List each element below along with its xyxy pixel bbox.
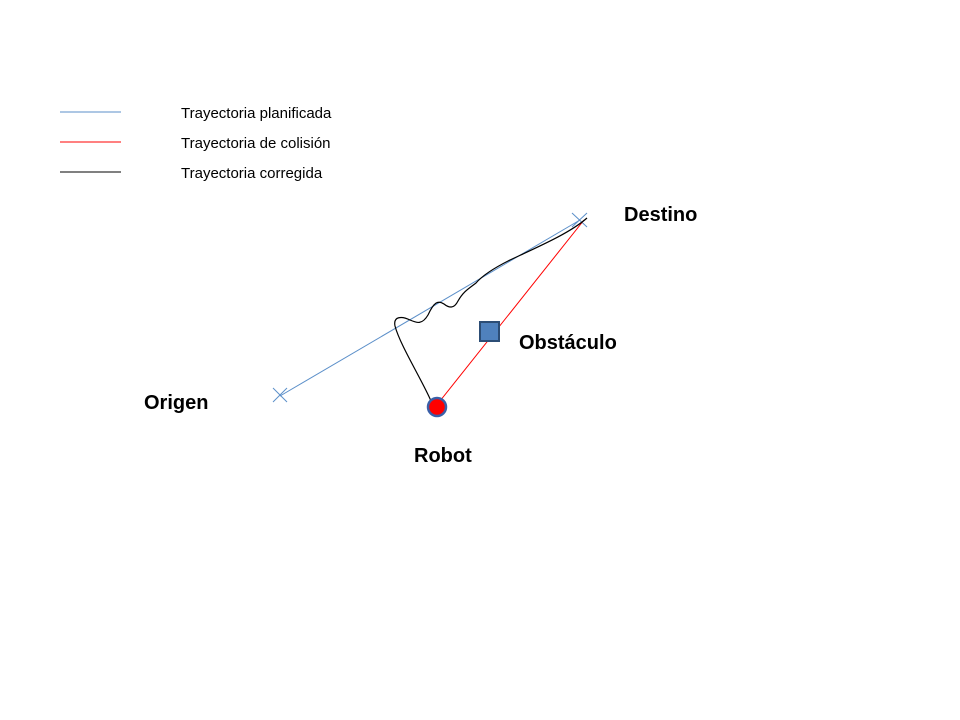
- obstacle-label: Obstáculo: [519, 332, 617, 354]
- robot-label: Robot: [414, 445, 472, 467]
- legend: Trayectoria planificada Trayectoria de c…: [60, 105, 332, 182]
- robot-circle: [426, 396, 448, 418]
- destination-marker: [571, 212, 588, 228]
- destination-label: Destino: [624, 204, 697, 226]
- legend-label-collision: Trayectoria de colisión: [181, 135, 331, 152]
- origin-marker: [272, 387, 288, 403]
- origin-label: Origen: [144, 392, 208, 414]
- planned-trajectory-line: [279, 219, 581, 397]
- legend-label-corrected: Trayectoria corregida: [181, 165, 323, 182]
- collision-trajectory-line: [435, 219, 585, 407]
- corrected-trajectory-path: [394, 217, 588, 402]
- obstacle-square: [479, 321, 500, 342]
- legend-label-planned: Trayectoria planificada: [181, 105, 332, 122]
